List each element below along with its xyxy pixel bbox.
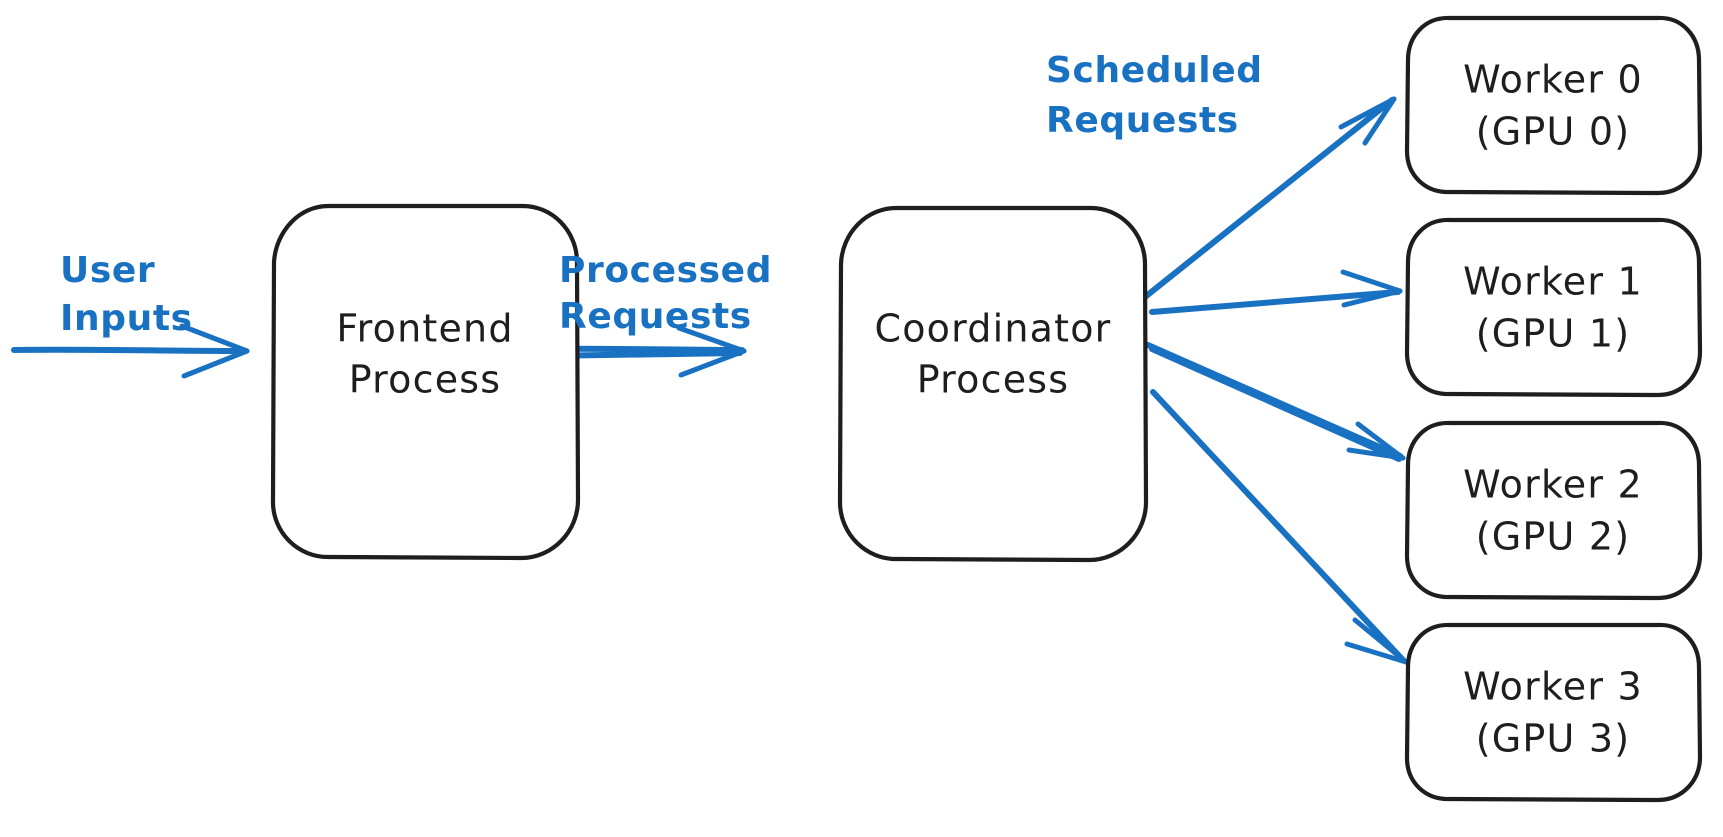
processed-requests-line2: Requests (559, 296, 752, 337)
edge-coordinator-to-worker1 (1149, 269, 1403, 315)
node-coordinator-process[interactable]: Coordinator Process (837, 205, 1149, 563)
edge-coordinator-to-worker0 (1142, 96, 1397, 300)
worker-3-label-line1: Worker 3 (1463, 665, 1643, 709)
node-worker-0[interactable]: Worker 0 (GPU 0) (1404, 15, 1703, 196)
worker-1-label-line1: Worker 1 (1463, 260, 1643, 304)
edge-label-user-inputs: User Inputs (60, 250, 193, 339)
edge-label-scheduled-requests: Scheduled Requests (1046, 50, 1263, 141)
coordinator-label-line1: Coordinator (874, 307, 1111, 351)
coordinator-label-line2: Process (917, 358, 1070, 402)
frontend-label-line1: Frontend (336, 307, 513, 351)
worker-2-label-line2: (GPU 2) (1476, 515, 1630, 559)
edge-label-processed-requests: Processed Requests (559, 250, 772, 337)
processed-requests-line1: Processed (559, 250, 772, 291)
worker-0-label-line2: (GPU 0) (1476, 110, 1630, 154)
edge-coordinator-to-worker2 (1145, 342, 1406, 462)
worker-3-label-line2: (GPU 3) (1476, 717, 1630, 761)
scheduled-requests-line1: Scheduled (1046, 50, 1263, 91)
user-inputs-line2: Inputs (60, 298, 193, 339)
user-inputs-line1: User (60, 250, 155, 291)
edge-user-to-frontend (11, 323, 250, 379)
node-worker-1[interactable]: Worker 1 (GPU 1) (1404, 217, 1703, 398)
scheduled-requests-line2: Requests (1046, 100, 1239, 141)
node-worker-2[interactable]: Worker 2 (GPU 2) (1404, 420, 1703, 601)
node-frontend-process[interactable]: Frontend Process (270, 203, 581, 561)
worker-0-label-line1: Worker 0 (1463, 58, 1643, 102)
frontend-label-line2: Process (349, 358, 502, 402)
edge-coordinator-to-worker3 (1150, 389, 1409, 665)
worker-1-label-line2: (GPU 1) (1476, 312, 1630, 356)
node-worker-3[interactable]: Worker 3 (GPU 3) (1404, 622, 1703, 803)
worker-2-label-line1: Worker 2 (1463, 463, 1643, 507)
